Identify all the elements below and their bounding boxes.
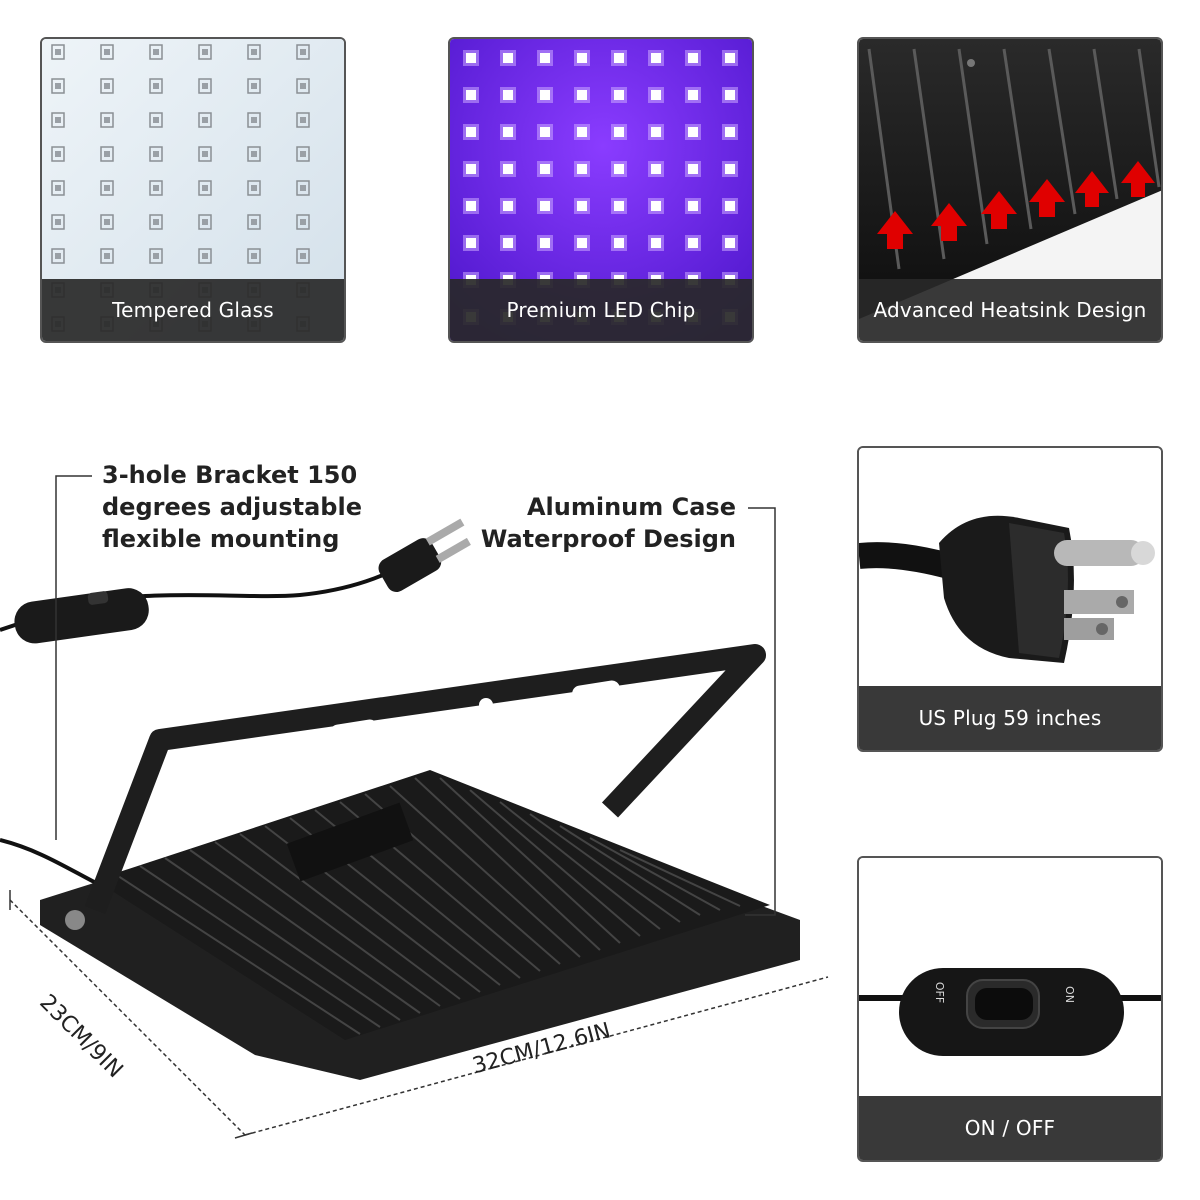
- us-plug-icon: [859, 448, 1161, 688]
- inline-switch-icon: [859, 858, 1161, 1100]
- case-callout: Aluminum Case Waterproof Design: [440, 491, 736, 555]
- heatsink-caption: Advanced Heatsink Design: [859, 279, 1161, 341]
- led-chip-panel: Premium LED Chip: [448, 37, 754, 343]
- cord-plug-icon: [378, 518, 471, 593]
- flood-light-product: [0, 400, 840, 1160]
- heat-arrow-icon: [859, 39, 1161, 341]
- u-bracket: [84, 644, 766, 914]
- bracket-callout: 3-hole Bracket 150 degrees adjustable fl…: [102, 459, 432, 555]
- heatsink-panel: Advanced Heatsink Design: [857, 37, 1163, 343]
- switch-on-text: ON: [1062, 986, 1076, 1003]
- tempered-glass-caption: Tempered Glass: [42, 279, 344, 341]
- switch-panel: OFF ON ON / OFF: [857, 856, 1163, 1162]
- cord-switch-icon: [14, 588, 149, 644]
- bracket-callout-line: [55, 475, 92, 840]
- led-chip-caption: Premium LED Chip: [450, 279, 752, 341]
- switch-off-text: OFF: [933, 981, 947, 1004]
- height-dimension-line: [9, 899, 246, 1136]
- plug-caption: US Plug 59 inches: [859, 686, 1161, 750]
- case-callout-line: [745, 507, 776, 916]
- case-callout-line-1: Aluminum Case: [526, 493, 736, 521]
- plug-panel: US Plug 59 inches: [857, 446, 1163, 752]
- bracket-callout-line-3: flexible mounting: [102, 525, 340, 553]
- tempered-glass-panel: Tempered Glass: [40, 37, 346, 343]
- bracket-callout-line-2: degrees adjustable: [102, 493, 362, 521]
- bracket-callout-line-1: 3-hole Bracket 150: [102, 461, 358, 489]
- width-dimension-line: [244, 976, 829, 1136]
- case-callout-line-2: Waterproof Design: [480, 525, 736, 553]
- switch-caption: ON / OFF: [859, 1096, 1161, 1160]
